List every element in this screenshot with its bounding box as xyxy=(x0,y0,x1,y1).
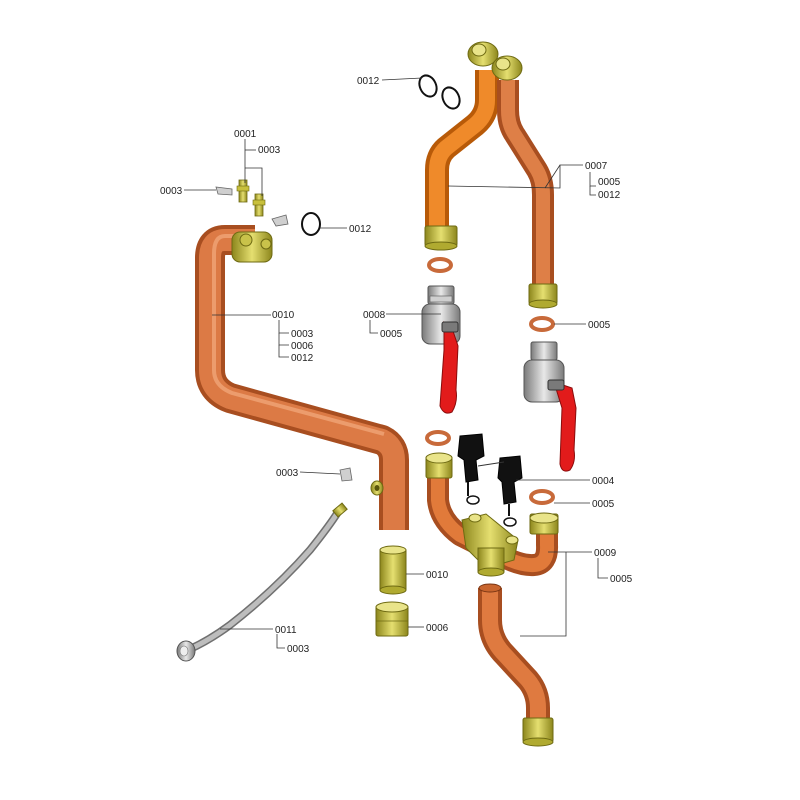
label-0003-a: 0003 xyxy=(258,145,281,156)
label-0009: 0009 xyxy=(594,548,617,559)
copper-pipe-0007-left xyxy=(425,70,499,230)
label-0006-b: 0006 xyxy=(426,623,449,634)
label-0005-e: 0005 xyxy=(610,574,633,585)
copper-pipe-lower xyxy=(478,583,554,747)
ball-valve-icon xyxy=(421,285,461,414)
label-0011: 0011 xyxy=(275,625,297,636)
label-0005-c: 0005 xyxy=(588,320,611,331)
label-0003-c: 0003 xyxy=(291,329,314,340)
o-ring-icon xyxy=(466,495,517,527)
label-0005-d: 0005 xyxy=(592,499,615,510)
clip-icon xyxy=(215,186,353,482)
label-0008: 0008 xyxy=(363,310,386,321)
copper-pipe-0010-left xyxy=(195,225,409,530)
label-0003-d: 0003 xyxy=(276,468,299,479)
manifold-0009 xyxy=(425,452,559,577)
label-0012-c: 0012 xyxy=(349,224,372,235)
label-0001: 0001 xyxy=(234,129,257,140)
label-0007: 0007 xyxy=(585,161,608,172)
label-0012-top: 0012 xyxy=(357,76,380,87)
label-0010-a: 0010 xyxy=(272,310,295,321)
copper-pipe-0007-right xyxy=(497,80,554,290)
brass-fitting-icon xyxy=(370,480,384,496)
o-ring-icon xyxy=(418,74,461,110)
hose-icon xyxy=(176,502,348,662)
label-0004: 0004 xyxy=(592,476,615,487)
label-0003-e: 0003 xyxy=(287,644,310,655)
ball-valve-icon xyxy=(523,341,577,472)
brass-fitting-icon xyxy=(231,231,273,263)
label-0005-a: 0005 xyxy=(598,177,621,188)
leader-lines xyxy=(184,77,608,649)
sensor-icon xyxy=(457,433,523,516)
brass-sleeve-0010 xyxy=(379,545,407,595)
label-0005-b: 0005 xyxy=(380,329,403,340)
brass-fitting-icon xyxy=(467,41,523,81)
label-0006-a: 0006 xyxy=(291,341,314,352)
seal-washer-icon xyxy=(425,257,555,505)
label-0010-b: 0010 xyxy=(426,570,449,581)
label-0012-d: 0012 xyxy=(291,353,314,364)
label-0012-b: 0012 xyxy=(598,190,621,201)
o-ring-icon xyxy=(301,212,321,236)
brass-nut-0006 xyxy=(375,601,409,637)
nipple-icon xyxy=(236,179,266,217)
label-0003-b: 0003 xyxy=(160,186,183,197)
brass-fitting-icon xyxy=(424,225,558,309)
